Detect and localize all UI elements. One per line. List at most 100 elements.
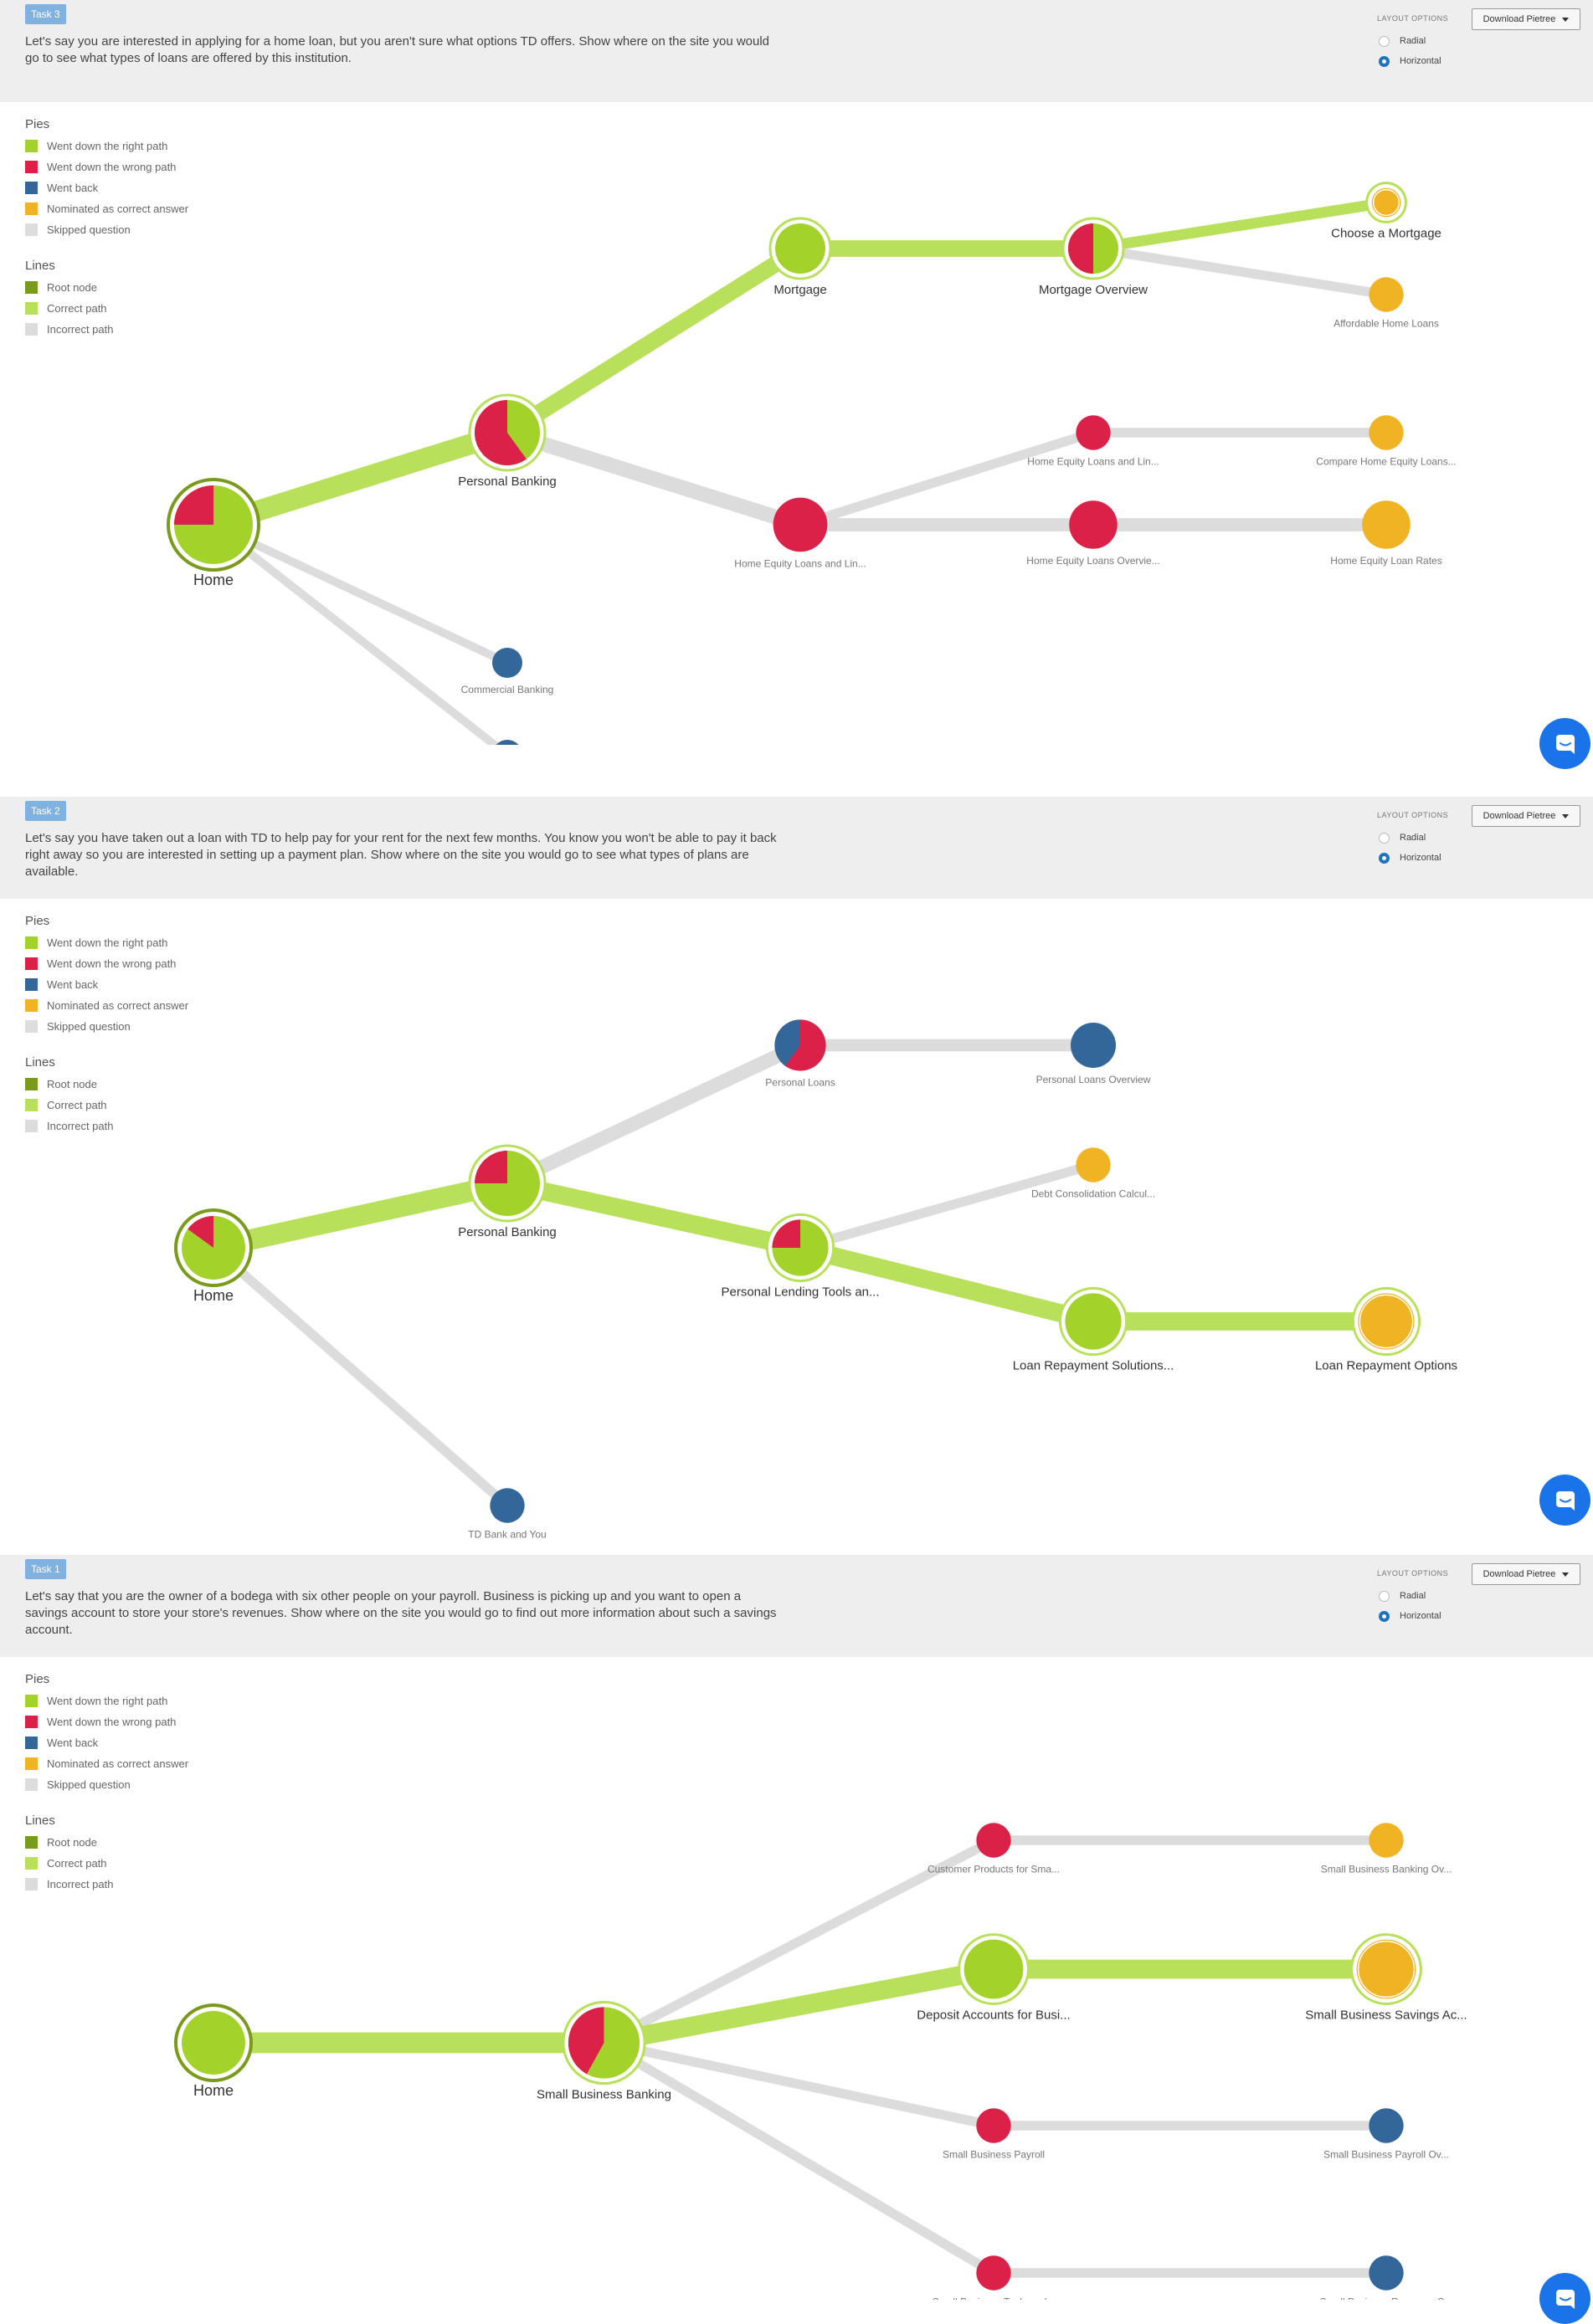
pie-base (1065, 1293, 1122, 1350)
pie-node-hel2[interactable]: Home Equity Loans and Lin... (1027, 415, 1159, 468)
pie-node-cps[interactable]: Customer Products for Sma... (928, 1823, 1060, 1875)
pies-legend-item: Went back (25, 177, 188, 198)
node-label: Mortgage (773, 283, 826, 297)
pie-node-lro[interactable]: Loan Repayment Options (1315, 1286, 1457, 1373)
pie-node-sbrc[interactable]: Small Business Resource C... (1320, 2255, 1453, 2300)
pie-node-ahl[interactable]: Affordable Home Loans (1333, 277, 1439, 330)
lines-legend-item: Incorrect path (25, 319, 188, 340)
pie-node-hel[interactable]: Home Equity Loans and Lin... (734, 497, 866, 570)
layout-horizontal-radio[interactable]: Horizontal (1379, 1608, 1441, 1624)
legend-swatch (25, 1120, 38, 1132)
download-pietree-button[interactable]: Download Pietree (1472, 805, 1580, 827)
incorrect-path-line (601, 2039, 996, 2277)
legend-swatch (25, 936, 38, 949)
pie-node-sbbo[interactable]: Small Business Banking Ov... (1321, 1823, 1452, 1875)
node-label: Small Business Payroll Ov... (1323, 2149, 1449, 2161)
pie-node-sbt[interactable]: Small Business Tools and... (933, 2255, 1056, 2300)
layout-horizontal-radio[interactable]: Horizontal (1379, 54, 1441, 69)
radio-button[interactable] (1379, 55, 1390, 67)
legend-swatch (25, 161, 38, 173)
pie-node-plo[interactable]: Personal Loans Overview (1036, 1023, 1151, 1085)
legend-swatch (25, 1878, 38, 1890)
legend-swatch (25, 1737, 38, 1749)
pie-base (1369, 415, 1404, 450)
legend-label: Went down the wrong path (47, 957, 177, 970)
tree-nodes: Home Personal Banking TD Bank and You Perso… (174, 1019, 1457, 1541)
correct-path-line (798, 1239, 1096, 1331)
pie-node-home[interactable]: Home (174, 1208, 253, 1304)
pies-legend-item: Nominated as correct answer (25, 1753, 188, 1774)
layout-horizontal-radio[interactable]: Horizontal (1379, 850, 1441, 865)
lines-legend-heading: Lines (25, 1814, 55, 1828)
pies-legend-item: Skipped question (25, 219, 188, 240)
layout-radial-radio[interactable]: Radial (1379, 1588, 1426, 1603)
pie-node-cam[interactable]: Choose a Mortgage (1331, 182, 1441, 241)
pietree-diagram: Home Small Business Banking Customer Produ… (174, 1823, 1467, 2300)
pie-node-sbp[interactable]: Small Business Payroll (943, 2108, 1045, 2161)
pie-base (1071, 1023, 1116, 1068)
radio-label: Horizontal (1400, 1611, 1441, 1621)
legend-label: Went down the wrong path (47, 161, 177, 173)
pie-node-cb[interactable]: Commercial Banking (461, 648, 554, 695)
pie-node-home[interactable]: Home (167, 478, 260, 588)
pie-wrong-slice (772, 1219, 800, 1248)
radio-label: Radial (1400, 1591, 1426, 1601)
pies-legend-item: Nominated as correct answer (25, 198, 188, 219)
pie-base (773, 497, 828, 552)
pie-node-mo[interactable]: Mortgage Overview (1039, 217, 1148, 297)
pie-base (1369, 2108, 1404, 2143)
pie-node-chel[interactable]: Compare Home Equity Loans... (1316, 415, 1457, 468)
pie-node-dcc[interactable]: Debt Consolidation Calcul... (1031, 1147, 1155, 1200)
radio-button[interactable] (1379, 1610, 1390, 1622)
pie-node-sbsa[interactable]: Small Business Savings Ac... (1305, 1933, 1467, 2023)
pie-wrong-slice (475, 400, 527, 465)
pies-legend-item: Went down the wrong path (25, 1711, 188, 1732)
node-label: Personal Loans Overview (1036, 1074, 1151, 1085)
pie-base (1358, 1293, 1415, 1350)
legend-label: Root node (47, 1078, 97, 1090)
chat-bubble-icon[interactable] (1539, 718, 1590, 769)
pie-node-sbpo[interactable]: Small Business Payroll Ov... (1323, 2108, 1449, 2161)
pie-base (496, 740, 519, 745)
chat-bubble-icon[interactable] (1539, 2273, 1590, 2324)
pie-wrong-slice (1068, 223, 1093, 274)
incorrect-path-line (211, 521, 510, 667)
download-pietree-button[interactable]: Download Pietree (1472, 1563, 1580, 1585)
pie-node-home[interactable]: Home (174, 2003, 253, 2099)
pie-base (1076, 415, 1111, 450)
pie-node-dab[interactable]: Deposit Accounts for Busi... (917, 1933, 1071, 2023)
layout-radial-radio[interactable]: Radial (1379, 33, 1426, 49)
node-label: Commercial Banking (461, 684, 554, 695)
node-label: Compare Home Equity Loans... (1316, 456, 1456, 468)
pie-node-tdbank[interactable]: TD Bank and You (468, 740, 546, 745)
pie-node-tdbank[interactable]: TD Bank and You (468, 1488, 547, 1541)
incorrect-path-line (210, 1244, 511, 1510)
pie-node-pb[interactable]: Personal Banking (458, 1144, 557, 1239)
legend-label: Correct path (47, 1857, 107, 1870)
layout-radial-radio[interactable]: Radial (1379, 830, 1426, 845)
download-pietree-button[interactable]: Download Pietree (1472, 8, 1580, 30)
legend-label: Nominated as correct answer (47, 999, 189, 1012)
pies-legend-item: Went back (25, 974, 188, 995)
pie-node-helo[interactable]: Home Equity Loans Overvie... (1026, 500, 1160, 567)
chat-bubble-icon[interactable] (1539, 1475, 1590, 1526)
task-badge: Task 3 (25, 4, 66, 24)
radio-button[interactable] (1379, 852, 1390, 864)
pie-node-pb[interactable]: Personal Banking (458, 393, 557, 489)
lines-legend-item: Correct path (25, 1095, 188, 1116)
radio-button[interactable] (1379, 1590, 1390, 1602)
pie-node-plt[interactable]: Personal Lending Tools an... (721, 1213, 880, 1300)
lines-legend-heading: Lines (25, 259, 55, 273)
pie-node-lrs[interactable]: Loan Repayment Solutions... (1013, 1286, 1174, 1373)
incorrect-path-line (210, 521, 501, 745)
tree-links (213, 1835, 1386, 2278)
pie-node-sbb[interactable]: Small Business Banking (537, 2000, 671, 2102)
legend-label: Went back (47, 182, 99, 194)
pie-node-mort[interactable]: Mortgage (768, 217, 832, 297)
radio-button[interactable] (1379, 832, 1390, 844)
radio-button[interactable] (1379, 35, 1390, 47)
pie-node-helr[interactable]: Home Equity Loan Rates (1330, 500, 1442, 567)
pie-node-pl[interactable]: Personal Loans (765, 1019, 835, 1089)
pie-base (964, 1939, 1024, 1999)
